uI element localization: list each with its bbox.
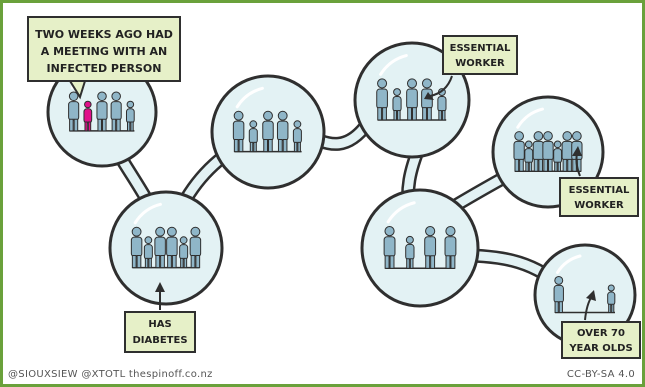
label-essential-top-line-1: ESSENTIAL <box>450 43 511 54</box>
footer-credit: @SIOUXSIEW @XTOTL thespinoff.co.nz <box>8 369 213 380</box>
label-infected-line-2: A MEETING WITH AN <box>41 45 167 58</box>
label-essential-top-line-2: WORKER <box>455 58 505 69</box>
footer-license: CC-BY-SA 4.0 <box>566 369 635 380</box>
label-essential-right-line-1: ESSENTIAL <box>569 185 630 196</box>
infected-person-figure <box>83 100 93 132</box>
bubble-b2 <box>108 190 224 306</box>
label-infected-line-1: TWO WEEKS AGO HAD <box>35 28 173 41</box>
label-over-70-line-1: OVER 70 <box>577 328 625 339</box>
person-figure <box>125 100 135 132</box>
person-figure <box>513 131 525 172</box>
person-figure <box>96 91 108 132</box>
label-essential-right: ESSENTIAL WORKER <box>559 146 639 217</box>
person-figure <box>189 226 202 269</box>
person-figure <box>248 120 258 153</box>
person-figure <box>553 276 564 314</box>
label-over-70: OVER 70 YEAR OLDS <box>561 290 641 359</box>
person-figure <box>179 236 189 269</box>
person-figure <box>276 110 289 153</box>
person-figure <box>232 110 245 153</box>
label-diabetes-line-2: DIABETES <box>132 335 187 346</box>
person-figure <box>607 284 616 313</box>
person-figure <box>262 110 274 153</box>
label-over-70-line-2: YEAR OLDS <box>568 343 632 354</box>
bubble-b3 <box>210 74 326 190</box>
person-figure <box>542 131 554 172</box>
person-figure <box>143 236 153 269</box>
label-infected-line-3: INFECTED PERSON <box>47 62 162 75</box>
person-figure <box>376 78 388 121</box>
person-figure <box>154 226 166 269</box>
person-figure <box>406 78 418 121</box>
label-diabetes-line-1: HAS <box>148 319 171 330</box>
person-figure <box>383 226 396 269</box>
person-figure <box>532 131 545 172</box>
person-figure <box>130 226 143 269</box>
social-bubbles <box>46 41 637 347</box>
person-figure <box>444 226 457 269</box>
person-figure <box>405 235 415 269</box>
label-infected: TWO WEEKS AGO HAD A MEETING WITH AN INFE… <box>27 16 181 100</box>
bubble-b8 <box>533 243 637 347</box>
label-essential-right-line-2: WORKER <box>574 200 624 211</box>
person-figure <box>553 140 563 172</box>
person-figure <box>424 226 437 269</box>
person-figure <box>392 88 402 121</box>
person-figure <box>68 91 80 132</box>
person-figure <box>292 120 302 153</box>
label-essential-top: ESSENTIAL WORKER <box>424 35 518 100</box>
person-figure <box>561 131 573 172</box>
label-diabetes: HAS DIABETES <box>124 282 196 353</box>
person-figure <box>524 140 534 172</box>
bubble-b6 <box>360 188 480 308</box>
bubble-b5 <box>491 95 605 209</box>
person-figure <box>166 226 178 269</box>
person-figure <box>110 91 122 132</box>
